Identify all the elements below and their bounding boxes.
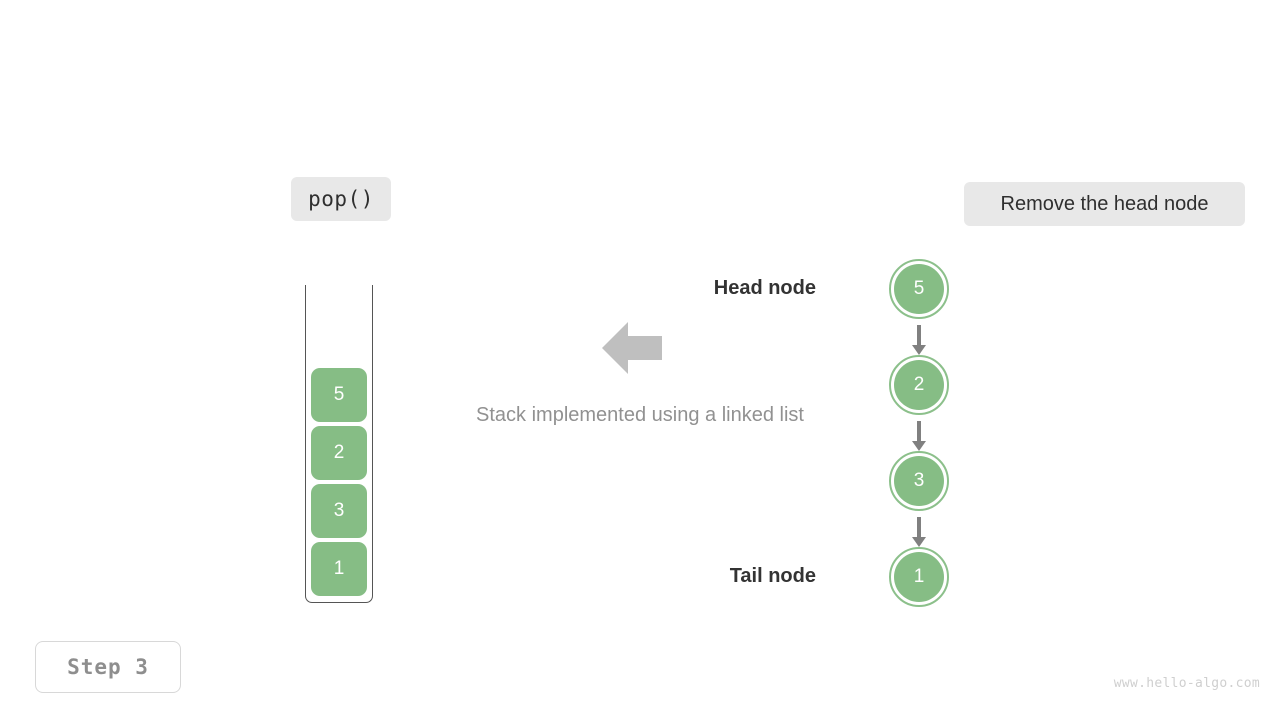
link-arrowhead-3 [912,537,926,547]
link-line-2 [917,421,921,443]
linked-list-node: 1 [889,547,949,607]
stack-caption: Stack implemented using a linked list [476,404,804,426]
linked-list-node: 2 [889,355,949,415]
node-value: 5 [894,264,944,314]
linked-list-node: 3 [889,451,949,511]
node-value: 2 [894,360,944,410]
node-value: 1 [894,552,944,602]
stack-cell: 2 [311,426,367,480]
description-label: Remove the head node [964,182,1245,226]
linked-list-node: 5 [889,259,949,319]
linked-list-visualization: 5 2 3 1 [889,259,949,607]
stack-cell: 3 [311,484,367,538]
stack-container-outline [305,285,373,603]
stack-item-list: 5 2 3 1 [311,368,367,596]
stack-visualization: 5 2 3 1 [305,285,373,603]
watermark: www.hello-algo.com [1113,676,1260,691]
left-arrow-icon [602,320,662,376]
stack-cell: 1 [311,542,367,596]
link-line-3 [917,517,921,539]
tail-node-label: Tail node [729,565,816,587]
stack-cell: 5 [311,368,367,422]
step-badge: Step 3 [35,641,181,693]
link-line-1 [917,325,921,347]
link-arrowhead-2 [912,441,926,451]
node-value: 3 [894,456,944,506]
link-arrowhead-1 [912,345,926,355]
operation-label: pop() [291,177,391,221]
head-node-label: Head node [713,277,816,299]
